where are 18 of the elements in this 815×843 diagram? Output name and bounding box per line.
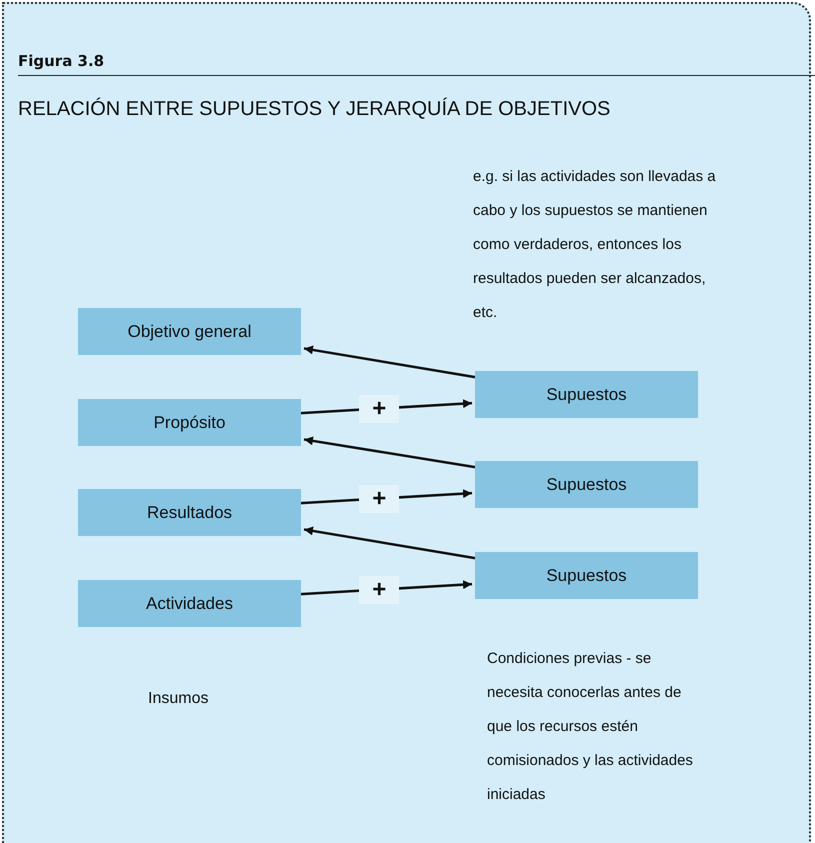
arrow — [304, 346, 476, 378]
arrow — [304, 436, 476, 468]
diagram-title: RELACIÓN ENTRE SUPUESTOS Y JERARQUÍA DE OBJETIVOS — [18, 98, 612, 121]
figure-number: Figura 3.8 — [18, 52, 104, 70]
input-label: Insumos — [148, 690, 208, 708]
objective-box: Objetivo general — [78, 308, 301, 355]
assumption-box: Supuestos — [475, 461, 698, 508]
assumption-box: Supuestos — [475, 371, 698, 418]
assumption-box: Supuestos — [475, 552, 698, 599]
edge-label: + — [359, 484, 400, 513]
objective-box: Propósito — [78, 399, 301, 446]
objective-box: Resultados — [78, 489, 301, 536]
edge-label: + — [359, 576, 400, 604]
arrow — [304, 526, 476, 560]
objective-box: Actividades — [78, 580, 301, 627]
edge-label: + — [359, 394, 400, 423]
note-text: e.g. si las actividades son llevadas a cabo y los supuestos se mantienen como verdaderos, entonces los resultados pueden ser alcanzados, etc. — [473, 167, 717, 323]
note-text: Condiciones previas - se necesita conocerlas antes de que los recursos estén comisionados y las actividades iniciadas — [487, 649, 694, 805]
